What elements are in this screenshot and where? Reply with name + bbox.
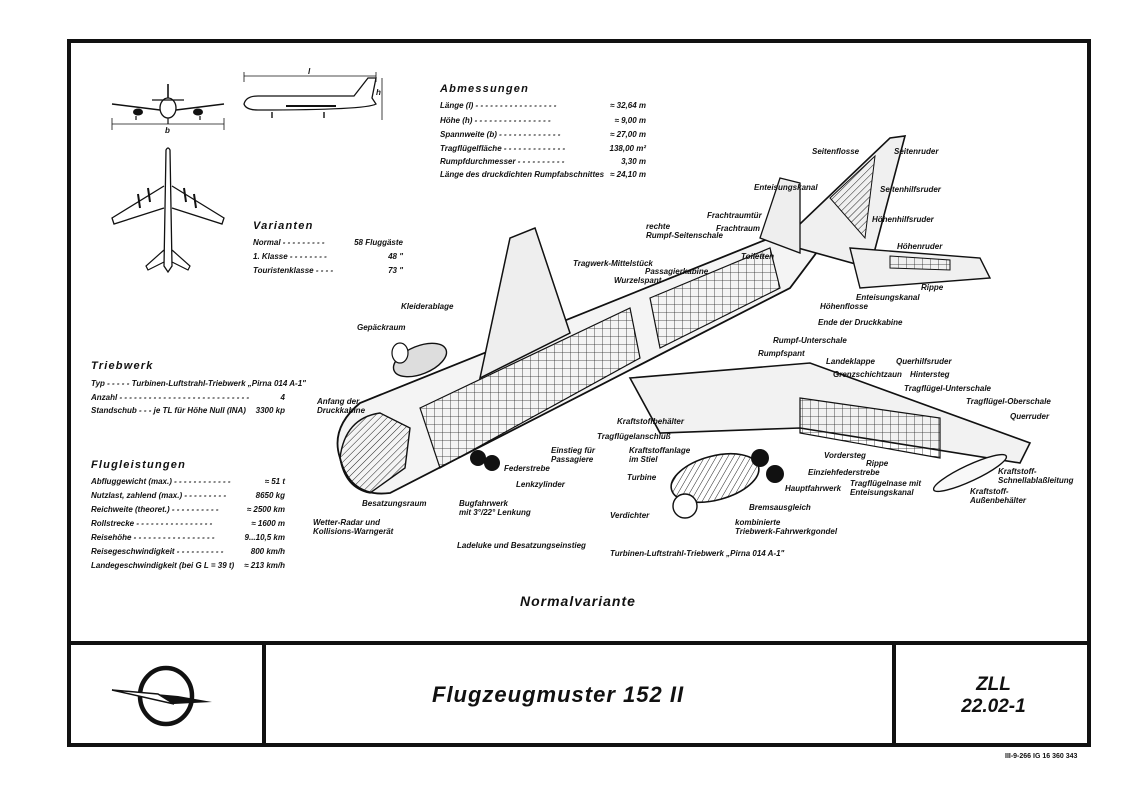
front-view-drawing (111, 84, 225, 130)
callout-enteisungskanal-mid: Enteisungskanal (856, 293, 920, 302)
callout-rippe-top: Rippe (921, 283, 944, 292)
callout-querruder: Querruder (1010, 412, 1050, 421)
engine-row: Typ - - - - - Turbinen-Luftstrahl-Triebw… (91, 379, 306, 388)
callout-einziehfederstrebe: Einziehfederstrebe (808, 468, 880, 477)
callout-hoehenhilfsruder: Höhenhilfsruder (872, 215, 934, 224)
code-line2: 22.02-1 (961, 696, 1026, 717)
callout-seitenruder: Seitenruder (894, 147, 939, 156)
callout-frachtraumtuer: Frachtraumtür (707, 211, 762, 220)
performance-row: Reisehöhe - - - - - - - - - - - - - - - … (91, 533, 285, 542)
callout-vordersteg: Vordersteg (824, 451, 866, 460)
dimension-row: Tragflügelfläche - - - - - - - - - - - -… (440, 144, 646, 153)
performance-heading: Flugleistungen (91, 459, 187, 471)
top-view-drawing (111, 147, 225, 274)
callout-hoehenruder: Höhenruder (897, 242, 943, 251)
logo-cell-divider (262, 641, 266, 747)
engine-row: Standschub - - - je TL für Höhe Null (IN… (91, 406, 285, 415)
performance-row: Nutzlast, zahlend (max.) - - - - - - - -… (91, 491, 285, 500)
performance-row: Rollstrecke - - - - - - - - - - - - - - … (91, 519, 285, 528)
dimensions-heading: Abmessungen (440, 83, 529, 95)
dimension-row: Rumpfdurchmesser - - - - - - - - - -3,30… (440, 157, 646, 166)
cutaway-aircraft-drawing (336, 135, 1032, 519)
callout-hauptfahrwerk: Hauptfahrwerk (785, 484, 842, 493)
callout-besatzungsraum: Besatzungsraum (362, 499, 427, 508)
callout-tragwerk-mittelstueck: Tragwerk-Mittelstück (573, 259, 653, 268)
callout-seitenhilfsruder: Seitenhilfsruder (880, 185, 941, 194)
callout-kleiderablage: Kleiderablage (401, 302, 454, 311)
callout-ende-druckkabine: Ende der Druckkabine (818, 318, 903, 327)
dimension-row: Länge (l) - - - - - - - - - - - - - - - … (440, 101, 646, 110)
callout-hintersteg: Hintersteg (910, 370, 950, 379)
callout-lenkzylinder: Lenkzylinder (516, 480, 565, 489)
title-block-divider (67, 641, 1091, 645)
callout-ladeluke: Ladeluke und Besatzungseinstieg (457, 541, 586, 550)
dim-b-label: b (165, 126, 170, 135)
callout-frachtraum: Frachtraum (716, 224, 761, 233)
variant-row: 1. Klasse - - - - - - - -48 " (253, 252, 403, 261)
variant-caption: Normalvariante (520, 593, 636, 609)
callout-gepaeckraum: Gepäckraum (357, 323, 406, 332)
code-line1: ZLL (976, 674, 1011, 695)
wing-logo-icon (111, 665, 212, 727)
callout-kraftstoffbehaelter: Kraftstoffbehälter (617, 417, 684, 426)
callout-enteisungskanal-top: Enteisungskanal (754, 183, 818, 192)
callout-querhilfsruder: Querhilfsruder (896, 357, 952, 366)
callout-tragfluegel-oberschale: Tragflügel-Oberschale (966, 397, 1051, 406)
side-view-drawing (243, 72, 383, 120)
callout-toiletten: Toiletten (741, 252, 775, 261)
dimension-row: Länge des druckdichten Rumpfabschnittes≈… (440, 170, 646, 179)
callout-tragfluegelanschluss: Tragflügelanschluß (597, 432, 671, 441)
callout-kraftstoff-schnell: Kraftstoff-Schnellablaßleitung (998, 467, 1074, 485)
dimension-row: Spannweite (b) - - - - - - - - - - - - -… (440, 130, 646, 139)
dim-h-label: h (376, 88, 381, 97)
callout-landeklappe: Landeklappe (826, 357, 875, 366)
callout-kraftstoff-aussen: Kraftstoff-Außenbehälter (970, 487, 1027, 505)
callout-bremsausgleich: Bremsausgleich (749, 503, 811, 512)
callout-federstrebe: Federstrebe (504, 464, 550, 473)
callout-passagierkabine: Passagierkabine (645, 267, 709, 276)
performance-row: Landegeschwindigkeit (bei G L = 39 t)≈ 2… (91, 561, 285, 570)
callout-rumpfspant: Rumpfspant (758, 349, 805, 358)
dimension-row: Höhe (h) - - - - - - - - - - - - - - - -… (440, 116, 646, 125)
callout-rippe-bottom: Rippe (866, 459, 889, 468)
drawing-code: ZLL 22.02-1 (896, 674, 1091, 718)
dim-l-label: l (308, 67, 311, 76)
engine-row: Anzahl - - - - - - - - - - - - - - - - -… (91, 393, 285, 402)
variants-heading: Varianten (253, 220, 314, 232)
callout-turbine: Turbine (627, 473, 657, 482)
performance-row: Reisegeschwindigkeit - - - - - - - - - -… (91, 547, 285, 556)
drawing-frame (67, 39, 1091, 747)
callout-tragfluegel-unterschale: Tragflügel-Unterschale (904, 384, 991, 393)
callout-seitenflosse: Seitenflosse (812, 147, 860, 156)
callout-hoehenflosse: Höhenflosse (820, 302, 869, 311)
variant-row: Touristenklasse - - - -73 " (253, 266, 403, 275)
code-cell-divider (892, 641, 896, 747)
variant-row: Normal - - - - - - - - -58 Fluggäste (253, 238, 403, 247)
performance-row: Reichweite (theoret.) - - - - - - - - - … (91, 505, 285, 514)
drawing-title: Flugzeugmuster 152 II (432, 682, 685, 707)
callout-grenzschichtzaun: Grenzschichtzaun (833, 370, 902, 379)
callout-wurzelspant: Wurzelspant (614, 276, 662, 285)
print-reference: III-9-266 IG 16 360 343 (1005, 753, 1078, 760)
callout-rumpf-unterschale: Rumpf-Unterschale (773, 336, 847, 345)
performance-row: Abfluggewicht (max.) - - - - - - - - - -… (91, 477, 285, 486)
callout-turbinen-triebwerk: Turbinen-Luftstrahl-Triebwerk „Pirna 014… (610, 549, 785, 558)
engine-heading: Triebwerk (91, 360, 154, 372)
callout-verdichter: Verdichter (610, 511, 650, 520)
